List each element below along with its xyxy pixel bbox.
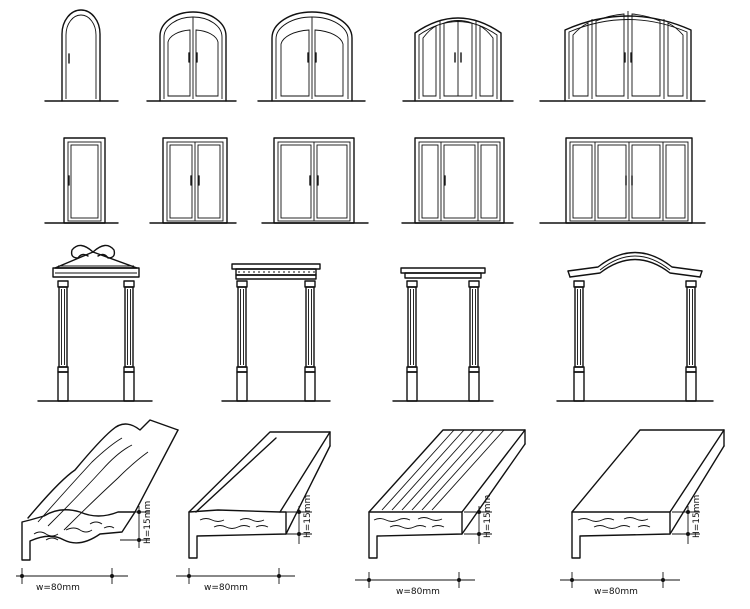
- quad-arched-door: [539, 11, 706, 102]
- height-dimension-label: H=15mm: [483, 495, 493, 538]
- bevel-profile: H=15mm w=80mm: [176, 431, 331, 593]
- height-dimension-label: H=15mm: [692, 495, 702, 538]
- width-dimension-label: w=80mm: [396, 587, 440, 597]
- double-door: [149, 137, 237, 224]
- width-dimension-label: w=80mm: [36, 583, 80, 593]
- triple-arched-door: [402, 17, 514, 102]
- flat-profile: H=15mm w=80mm: [560, 429, 725, 597]
- width-dimension-label: w=80mm: [594, 587, 638, 597]
- single-arched-door: [44, 9, 119, 102]
- single-door: [44, 137, 119, 224]
- row-moulding-profiles: H=15mm w=80mm H=15mm: [16, 419, 725, 597]
- ogee-profile: H=15mm w=80mm: [16, 419, 179, 593]
- row-arched-doors: [44, 9, 706, 102]
- pediment-frame: [37, 244, 153, 402]
- height-dimension-label: H=15mm: [143, 501, 153, 544]
- double-door-wide: [261, 137, 369, 224]
- flat-cornice-frame: [392, 267, 494, 402]
- row-door-frames: [37, 244, 714, 402]
- row-rectangular-doors: [44, 137, 706, 224]
- height-dimension-label: H=15mm: [303, 495, 313, 538]
- grooved-profile: H=15mm w=80mm: [355, 429, 526, 597]
- width-dimension-label: w=80mm: [204, 583, 248, 593]
- quad-door: [539, 137, 706, 224]
- dentil-frame: [221, 263, 331, 402]
- double-arched-door-wide: [257, 11, 366, 102]
- arched-cornice-frame: [556, 251, 714, 402]
- double-arched-door: [146, 11, 237, 102]
- triple-door: [401, 137, 514, 224]
